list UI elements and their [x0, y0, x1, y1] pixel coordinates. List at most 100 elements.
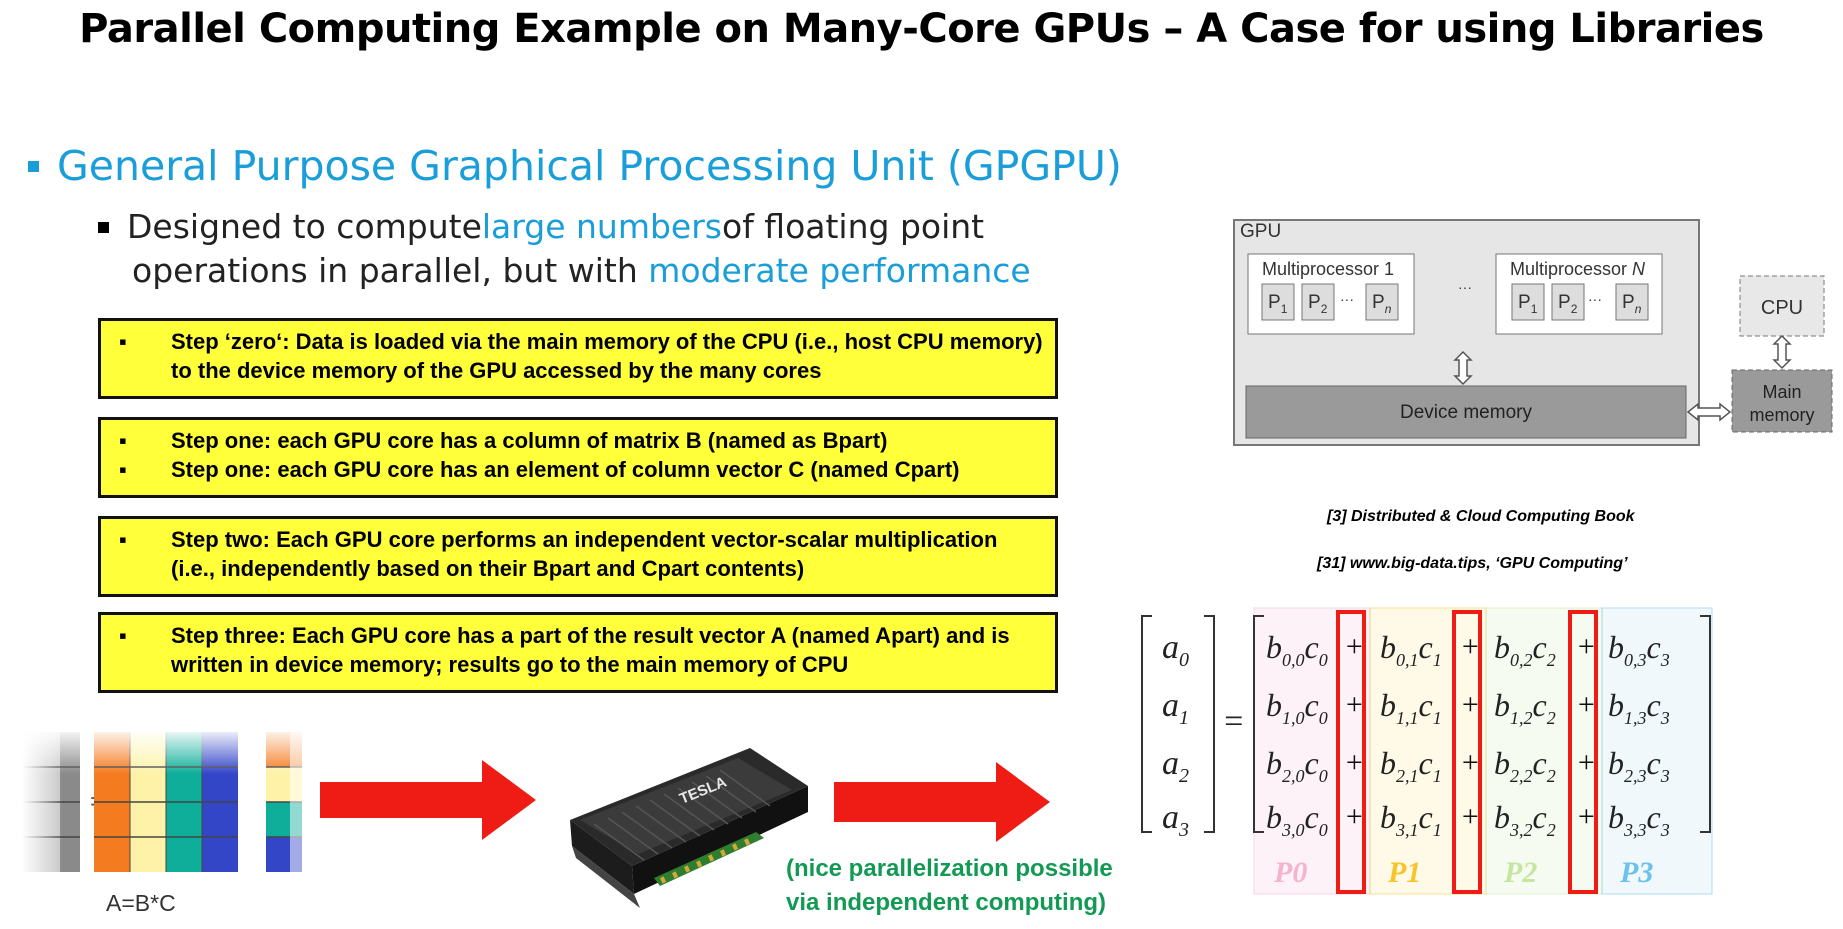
step-three-text: Step three: Each GPU core has a part of … [171, 623, 1010, 677]
highlight-large-numbers: large numbers [481, 207, 722, 246]
svg-text:b1,1c1: b1,1c1 [1380, 687, 1442, 728]
gpu-label: GPU [1240, 221, 1281, 242]
a1: a1 [1162, 687, 1189, 729]
step-bullet: ▪ [119, 329, 127, 354]
svg-text:b1,2c2: b1,2c2 [1494, 687, 1556, 728]
core-label: Pn [1372, 292, 1392, 316]
svg-text:+: + [1576, 746, 1596, 779]
processor-label-p0: P0 [1273, 856, 1307, 889]
svg-text:b2,1c1: b2,1c1 [1380, 745, 1442, 786]
svg-text:+: + [1460, 800, 1480, 833]
core-label: P1 [1518, 292, 1538, 316]
highlight-moderate-performance: moderate performance [648, 251, 1031, 290]
bracket-left [1253, 615, 1264, 833]
plus-column-highlight [1452, 610, 1482, 894]
svg-text:+: + [1576, 800, 1596, 833]
step-one-text-a: Step one: each GPU core has a column of … [171, 428, 888, 453]
multiprocessor-1-label: Multiprocessor 1 [1262, 259, 1394, 279]
a0: a0 [1162, 629, 1189, 671]
svg-text:+: + [1576, 688, 1596, 721]
cpu-label: CPU [1761, 297, 1803, 319]
red-arrow-icon [320, 760, 536, 840]
column-p2-tint [1485, 607, 1603, 895]
processor-label-p2: P2 [1503, 856, 1537, 889]
step-one-text-b: Step one: each GPU core has an element o… [171, 457, 960, 482]
svg-text:b0,2c2: b0,2c2 [1494, 629, 1556, 670]
square-bullet-icon [28, 160, 39, 172]
step-zero-box: ▪ Step ‘zero‘: Data is loaded via the mai… [98, 318, 1058, 399]
citation-book: [3] Distributed & Cloud Computing Book [1327, 508, 1635, 525]
square-bullet-icon [98, 221, 109, 233]
bracket-left [1141, 615, 1152, 833]
step-one-box: ▪ Step one: each GPU core has a column of… [98, 417, 1058, 498]
processor-label-p3: P3 [1619, 856, 1653, 889]
svg-text:+: + [1460, 630, 1480, 663]
matrix-color-illustration: = [22, 732, 312, 872]
device-memory-box [1245, 385, 1687, 439]
column-p3-tint [1601, 607, 1713, 895]
core-label: Pn [1622, 292, 1642, 316]
core-box [1365, 283, 1399, 321]
citation-web: [31] www.big-data.tips, ‘GPU Computing’ [1317, 555, 1628, 572]
gpu-card-image: TESLA [570, 748, 808, 908]
column-p0-tint [1253, 607, 1371, 895]
slide-title: Parallel Computing Example on Many-Core … [79, 6, 1764, 52]
step-bullet: ▪ [119, 428, 127, 453]
device-memory-label: Device memory [1400, 402, 1532, 423]
step-bullet: ▪ [119, 623, 127, 648]
core-box [1615, 283, 1649, 321]
multiprocessor-n-label: Multiprocessor N [1510, 259, 1646, 279]
a3: a3 [1162, 799, 1189, 841]
core-box [1511, 283, 1545, 321]
svg-text:b1,0c0: b1,0c0 [1266, 687, 1328, 728]
svg-text:b3,0c0: b3,0c0 [1266, 799, 1328, 840]
core-box [1551, 283, 1585, 321]
matrix-equation: a0 a1 a2 a3 = b0,0c0 b0,1c1 b0,2c2 b0,3c… [1141, 607, 1713, 895]
bracket-right [1204, 615, 1215, 833]
step-bullet: ▪ [119, 527, 127, 552]
step-bullet: ▪ [119, 457, 127, 482]
plus-column-highlight [1568, 610, 1598, 894]
core-label: P2 [1558, 292, 1578, 316]
step-zero-text: Step ‘zero‘: Data is loaded via the main… [171, 329, 1043, 383]
svg-text:+: + [1460, 746, 1480, 779]
cpu-box [1739, 275, 1825, 337]
core-box [1301, 283, 1335, 321]
double-arrow-icon [1686, 402, 1732, 422]
step-two-box: ▪ Step two: Each GPU core performs an ind… [98, 516, 1058, 597]
parallelization-note-line1: (nice parallelization possible [786, 855, 1113, 882]
step-two-text: Step two: Each GPU core performs an inde… [171, 527, 998, 581]
svg-text:+: + [1460, 688, 1480, 721]
ellipsis: ··· [1340, 291, 1354, 307]
plus-column-highlight [1336, 610, 1366, 894]
ellipsis: ··· [1458, 279, 1472, 295]
svg-text:+: + [1344, 746, 1364, 779]
svg-text:b0,3c3: b0,3c3 [1608, 629, 1670, 670]
main-memory-box [1731, 369, 1833, 433]
bullet-design-part3: operations in parallel, but with [132, 251, 649, 290]
step-three-box: ▪ Step three: Each GPU core has a part of… [98, 612, 1058, 693]
a2: a2 [1162, 745, 1189, 787]
bracket-right [1700, 615, 1711, 833]
bullet-design-part2: of floating point [722, 207, 985, 246]
core-label: P2 [1308, 292, 1328, 316]
main-memory-label-2: memory [1749, 405, 1814, 425]
svg-text:b0,0c0: b0,0c0 [1266, 629, 1328, 670]
parallelization-note: (nice parallelization possible via indep… [786, 852, 1113, 920]
formula-label: A=B*C [106, 890, 176, 916]
plus-signs: +++ +++ +++ +++ [1344, 630, 1596, 833]
bullet-gpgpu-text: General Purpose Graphical Processing Uni… [57, 142, 1122, 190]
svg-text:+: + [1344, 630, 1364, 663]
bullet-design: Designed to compute large numbers of flo… [98, 205, 1031, 293]
svg-text:+: + [1344, 800, 1364, 833]
processor-label-p1: P1 [1387, 856, 1421, 889]
main-memory-label-1: Main [1762, 382, 1801, 402]
equals-sign: = [1222, 703, 1245, 740]
ellipsis: ··· [1588, 291, 1602, 307]
double-arrow-icon [1453, 350, 1473, 386]
double-arrow-icon [1772, 334, 1792, 370]
red-arrow-icon [834, 762, 1050, 842]
bullet-design-part1: Designed to compute [127, 207, 482, 246]
core-box [1261, 283, 1295, 321]
parallelization-note-line2: via independent computing) [786, 889, 1107, 916]
